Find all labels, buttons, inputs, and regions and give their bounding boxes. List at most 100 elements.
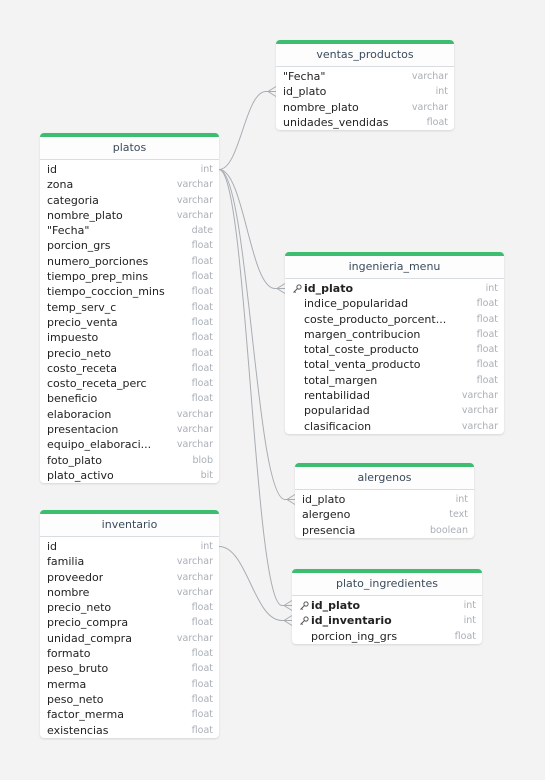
field-name: precio_venta xyxy=(47,315,118,330)
field-name: factor_merma xyxy=(47,707,124,722)
link-platos-ingredientes[interactable] xyxy=(218,169,293,611)
field-type: varchar xyxy=(176,209,213,221)
table-title[interactable]: ingenieria_menu xyxy=(285,256,504,279)
field-name-text: presencia xyxy=(302,523,356,537)
field-row[interactable]: "Fecha"date xyxy=(40,223,219,238)
field-type: blob xyxy=(192,454,213,466)
field-row[interactable]: "Fecha"varchar xyxy=(276,69,454,84)
field-type: int xyxy=(463,615,476,627)
field-row[interactable]: plato_activo bit xyxy=(40,468,219,483)
link-platos-alergenos[interactable] xyxy=(218,169,296,505)
field-name: precio_neto xyxy=(47,346,111,361)
table-title[interactable]: inventario xyxy=(40,514,219,537)
link-platos-ingenieria[interactable] xyxy=(218,169,286,294)
crowfoot-marker xyxy=(283,600,293,611)
field-name-text: proveedor xyxy=(47,570,104,584)
field-type: varchar xyxy=(176,632,213,644)
table-title[interactable]: ventas_productos xyxy=(276,44,454,67)
field-type: float xyxy=(476,313,498,325)
crowfoot-marker xyxy=(283,615,293,626)
table-title[interactable]: plato_ingredientes xyxy=(292,573,482,596)
link-platos-ventas[interactable] xyxy=(218,86,277,170)
field-name: plato_activo xyxy=(47,468,114,483)
table-title[interactable]: platos xyxy=(40,137,219,160)
field-type: float xyxy=(191,617,213,629)
field-row[interactable]: coste_producto_porcent...float xyxy=(285,312,504,327)
field-row[interactable]: equipo_elaboraci...varchar xyxy=(40,437,219,452)
field-name: id xyxy=(47,162,57,177)
field-type: float xyxy=(191,255,213,267)
field-name: porcion_ing_grs xyxy=(299,629,397,644)
field-name-text: peso_neto xyxy=(47,692,104,706)
field-name: "Fecha" xyxy=(47,223,89,238)
field-type: float xyxy=(426,116,448,128)
link-inventario-ingredientes[interactable] xyxy=(218,546,293,626)
field-name-text: id_plato xyxy=(311,599,361,612)
field-type: bit xyxy=(200,469,213,481)
field-name-text: nombre xyxy=(47,585,90,599)
field-name: existencias xyxy=(47,723,109,738)
field-type: int xyxy=(455,494,468,505)
table-title[interactable]: alergenos xyxy=(295,467,474,490)
field-name-text: equipo_elaboraci... xyxy=(47,438,152,452)
